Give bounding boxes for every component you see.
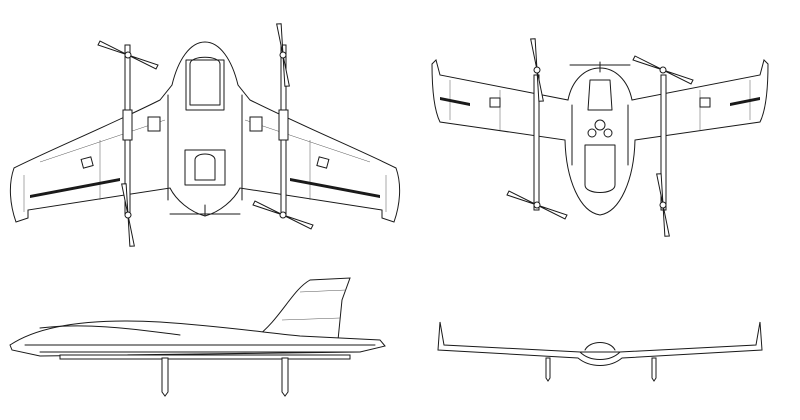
bottom-view [431, 36, 769, 239]
wing-outline [9, 41, 401, 223]
fuselage [9, 320, 386, 357]
wing-outline [437, 321, 763, 366]
top-view [9, 21, 401, 249]
side-view [9, 277, 386, 397]
front-view [437, 321, 763, 382]
wing-outline [431, 59, 769, 216]
tail-fin [253, 277, 351, 341]
